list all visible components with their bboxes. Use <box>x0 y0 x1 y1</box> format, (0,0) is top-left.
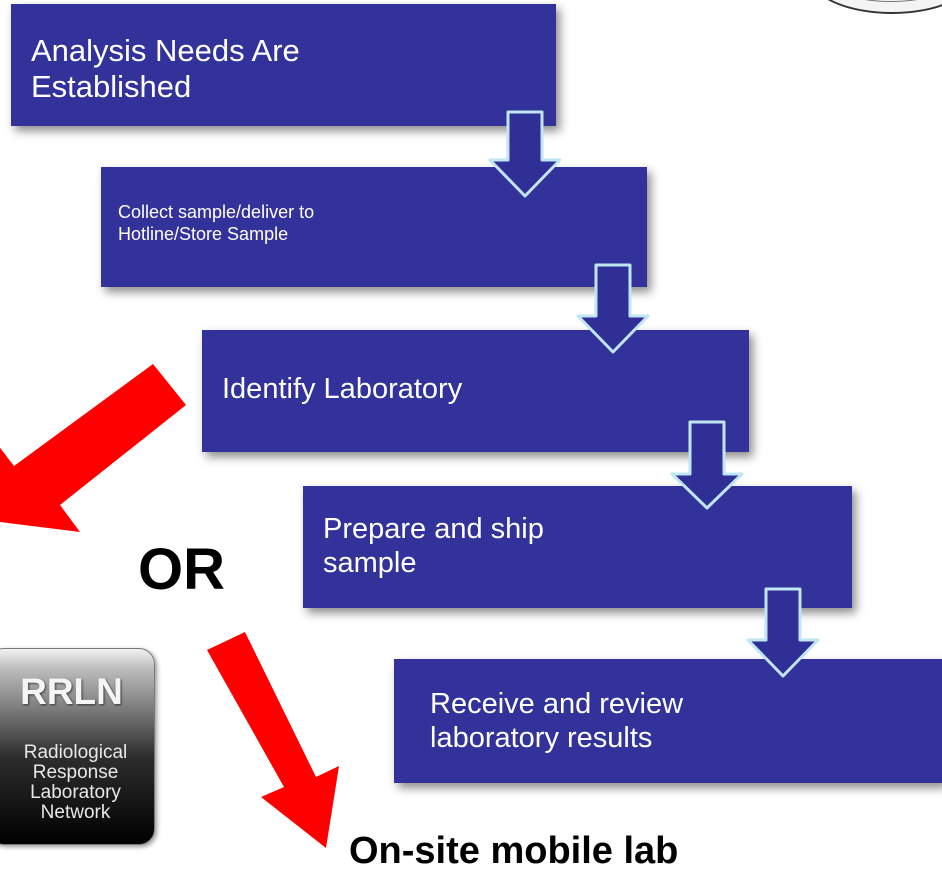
down-arrow-2 <box>576 263 650 354</box>
step-prepare-ship: Prepare and ship sample <box>303 486 852 608</box>
step-4-line-1: Prepare and ship <box>323 513 544 545</box>
rrln-line-1: Radiological <box>23 742 128 763</box>
step-receive-review: Receive and review laboratory results <box>394 659 942 783</box>
step-collect-sample: Collect sample/deliver to Hotline/Store … <box>101 167 647 287</box>
step-2-line-1: Collect sample/deliver to <box>118 202 315 222</box>
rrln-line-2: Response <box>32 762 119 783</box>
step-5-line-1: Receive and review <box>430 688 684 720</box>
red-arrow-left <box>0 364 186 532</box>
step-identify-laboratory: Identify Laboratory <box>202 330 749 452</box>
step-1-line-1: Analysis Needs Are <box>31 33 300 68</box>
mobile-lab-label: On-site mobile lab <box>349 830 679 872</box>
down-arrow-3 <box>670 420 744 510</box>
step-2-line-2: Hotline/Store Sample <box>118 224 289 244</box>
rrln-title: RRLN <box>20 671 123 712</box>
step-4-line-2: sample <box>323 547 417 579</box>
red-arrow-down <box>207 632 339 848</box>
down-arrow-4 <box>746 587 820 678</box>
step-3-line-1: Identify Laboratory <box>222 373 463 405</box>
rrln-subtitle: Radiological Response Laboratory Network <box>0 743 154 823</box>
rrln-line-3: Laboratory <box>30 782 121 803</box>
down-arrow-1 <box>488 110 562 198</box>
step-analysis-needs: Analysis Needs Are Established <box>11 4 556 126</box>
or-label: OR <box>138 537 225 602</box>
rrln-line-4: Network <box>40 802 111 823</box>
step-1-line-2: Established <box>31 69 192 104</box>
step-5-line-2: laboratory results <box>430 722 653 754</box>
rrln-badge: RRLN Radiological Response Laboratory Ne… <box>0 648 155 845</box>
